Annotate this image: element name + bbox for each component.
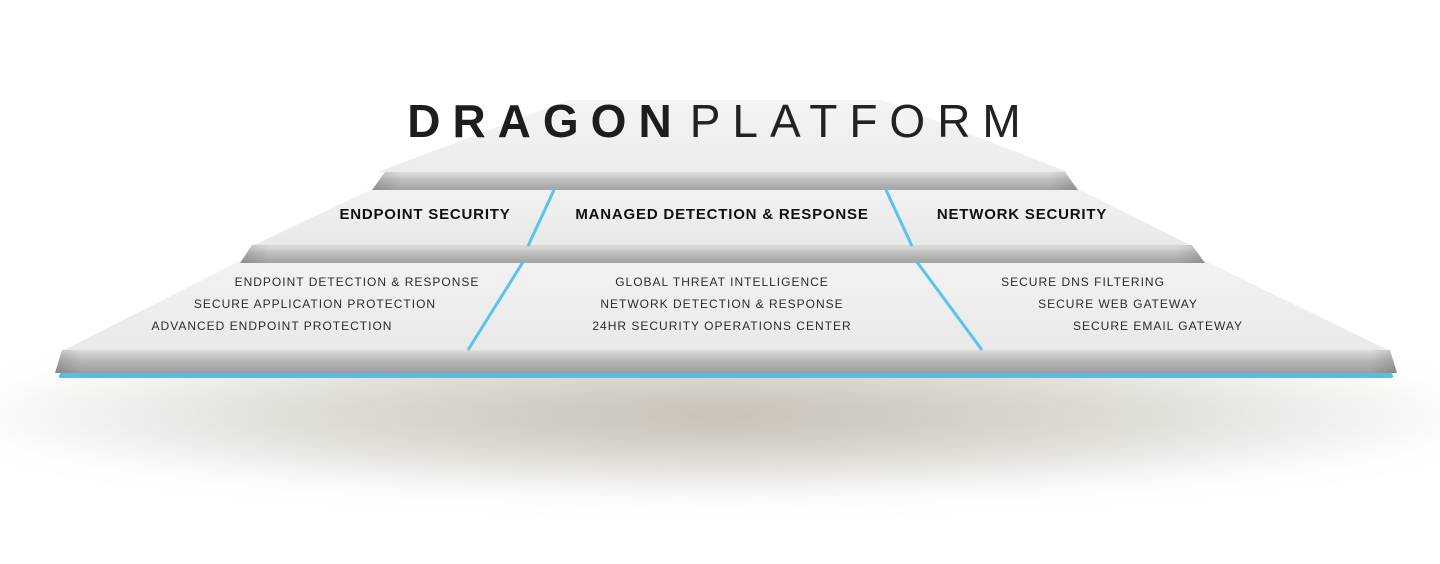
column-header-network-security: NETWORK SECURITY [936, 206, 1108, 223]
list-item: 24HR SECURITY OPERATIONS CENTER [592, 319, 852, 333]
list-item: ENDPOINT DETECTION & RESPONSE [234, 275, 480, 289]
title-platform: PLATFORM [689, 95, 1033, 147]
column-header-managed-detection-response: MANAGED DETECTION & RESPONSE [575, 206, 869, 223]
pyramid-bottom-tier [62, 261, 1390, 351]
list-item: NETWORK DETECTION & RESPONSE [600, 297, 844, 311]
title-dragon: DRAGON [407, 95, 684, 147]
list-item: ADVANCED ENDPOINT PROTECTION [151, 319, 393, 333]
list-item: SECURE DNS FILTERING [1001, 275, 1165, 289]
list-item: GLOBAL THREAT INTELLIGENCE [615, 275, 829, 289]
list-item: SECURE EMAIL GATEWAY [1072, 319, 1244, 333]
pyramid-middle-tier [252, 189, 1192, 246]
base-accent-line [58, 370, 1394, 378]
bottom-slab [55, 350, 1397, 373]
top-slab [372, 172, 1078, 190]
list-item: SECURE APPLICATION PROTECTION [193, 297, 437, 311]
column-header-endpoint-security: ENDPOINT SECURITY [339, 206, 511, 223]
middle-slab [240, 245, 1205, 263]
list-item: SECURE WEB GATEWAY [1038, 297, 1198, 311]
